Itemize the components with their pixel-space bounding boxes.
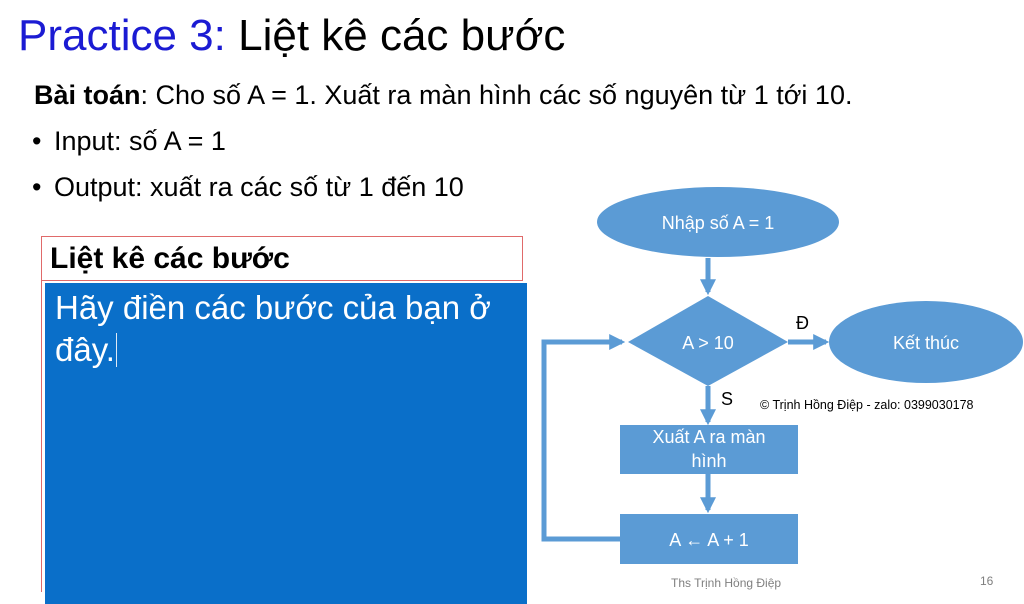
increment-node — [620, 514, 798, 564]
steps-input-box[interactable]: Hãy điền các bước của bạn ở đây. — [45, 283, 527, 604]
yes-label: Đ — [796, 313, 809, 333]
problem-label: Bài toán — [34, 80, 141, 110]
output-label-line2: hình — [691, 451, 726, 471]
output-label-line1: Xuất A ra màn — [652, 427, 765, 447]
arrow-loop-back — [541, 333, 626, 542]
bullet-input-text: Input: số A = 1 — [54, 126, 226, 156]
bullet-output-text: Output: xuất ra các số từ 1 đến 10 — [54, 172, 464, 202]
slide-title: Practice 3: Liệt kê các bước — [18, 8, 565, 64]
steps-heading: Liệt kê các bước — [41, 236, 523, 281]
end-label: Kết thúc — [893, 333, 959, 353]
steps-placeholder: Hãy điền các bước của bạn ở đây. — [55, 289, 491, 368]
no-label: S — [721, 389, 733, 409]
copyright-note: © Trịnh Hồng Điệp - zalo: 0399030178 — [760, 398, 974, 412]
condition-label: A > 10 — [682, 333, 734, 353]
output-node — [620, 425, 798, 474]
increment-label: A ← A + 1 — [669, 530, 749, 550]
problem-text: : Cho số A = 1. Xuất ra màn hình các số … — [140, 80, 853, 110]
steps-frame-border — [41, 281, 45, 592]
bullet-dot-icon: • — [32, 172, 42, 202]
text-caret — [115, 333, 117, 367]
condition-node — [628, 296, 788, 386]
bullet-output: • Output: xuất ra các số từ 1 đến 10 — [32, 170, 464, 204]
bullet-input: • Input: số A = 1 — [32, 124, 226, 158]
title-accent: Practice 3: — [18, 11, 226, 60]
bullet-dot-icon: • — [32, 126, 42, 156]
end-node — [829, 301, 1023, 383]
start-label: Nhập số A = 1 — [662, 213, 775, 233]
title-rest: Liệt kê các bước — [225, 11, 566, 60]
page-number: 16 — [980, 574, 994, 588]
problem-statement: Bài toán: Cho số A = 1. Xuất ra màn hình… — [34, 78, 852, 112]
start-node — [597, 187, 839, 257]
footer-author: Ths Trịnh Hồng Điệp — [671, 576, 782, 590]
